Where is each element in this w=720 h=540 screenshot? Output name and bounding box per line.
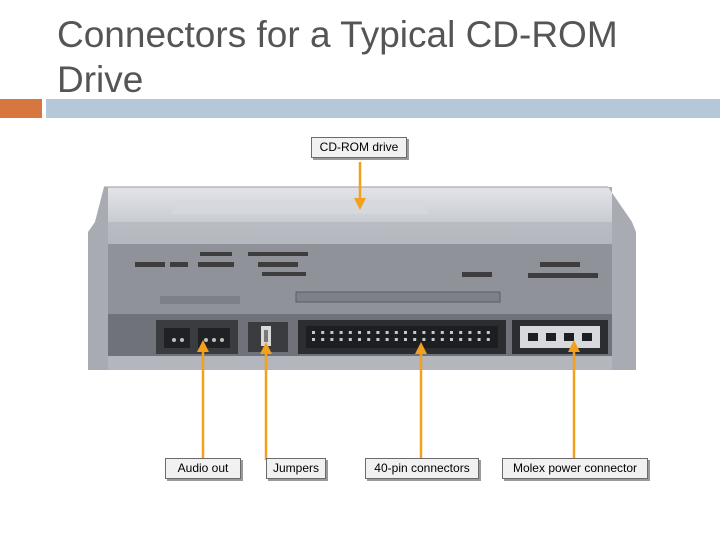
ide-pin (422, 338, 426, 341)
silkscreen-labels (135, 252, 598, 278)
ide-pin (413, 338, 417, 341)
ide-pin (348, 338, 352, 341)
ide-pin (440, 338, 444, 341)
ide-pin (394, 338, 398, 341)
ide-40-pin-connector (298, 320, 506, 354)
arrow-cd-rom-drive (354, 162, 366, 210)
slide-title: Connectors for a Typical CD-ROM Drive (57, 14, 618, 100)
ide-pin (459, 331, 463, 334)
callout-molex-power-connector: Molex power connector (502, 458, 648, 479)
ide-pin (450, 331, 453, 334)
ide-pin (394, 331, 398, 334)
ide-pin (422, 331, 426, 334)
arrow-molex (568, 340, 580, 460)
ide-pin (486, 331, 490, 334)
arrow-audio-out (197, 340, 209, 460)
ide-pin (477, 338, 481, 341)
arrow-jumpers (260, 342, 272, 460)
ide-pin (358, 338, 361, 341)
ide-pin (339, 331, 343, 334)
title-rule-accent (0, 99, 42, 118)
callout-40-pin-connectors: 40-pin connectors (365, 458, 479, 479)
ide-pin (413, 331, 417, 334)
ide-pin (404, 331, 407, 334)
ide-pin (468, 331, 472, 334)
ide-pin (431, 331, 435, 334)
ide-pin (450, 338, 453, 341)
ide-pin (367, 331, 371, 334)
ide-pin (486, 338, 490, 341)
ide-pin (440, 331, 444, 334)
ide-pin (312, 338, 315, 341)
rear-slot (160, 291, 501, 304)
ide-pin (477, 331, 481, 334)
audio-out-connector (156, 320, 238, 354)
molex-power-connector (512, 320, 608, 354)
ide-pin (348, 331, 352, 334)
ide-pin (321, 338, 325, 341)
ide-pin (431, 338, 435, 341)
callout-audio-out: Audio out (165, 458, 241, 479)
ide-pin (404, 338, 407, 341)
ide-pin (376, 331, 380, 334)
ide-pin (468, 338, 472, 341)
ide-pin (330, 338, 334, 341)
arrow-40-pin (415, 342, 427, 460)
ide-pin (385, 331, 389, 334)
drive-top-cover (95, 186, 632, 222)
ide-pin (339, 338, 343, 341)
ide-pin (321, 331, 325, 334)
drive-side-walls (88, 187, 636, 370)
ide-pin (367, 338, 371, 341)
callout-cd-rom-drive: CD-ROM drive (311, 137, 407, 158)
ide-pin (330, 331, 334, 334)
ide-pin (376, 338, 380, 341)
ide-pin (312, 331, 315, 334)
title-rule-line (46, 99, 720, 118)
ide-pin (459, 338, 463, 341)
ide-pin (358, 331, 361, 334)
ide-pin (385, 338, 389, 341)
callout-jumpers: Jumpers (266, 458, 326, 479)
